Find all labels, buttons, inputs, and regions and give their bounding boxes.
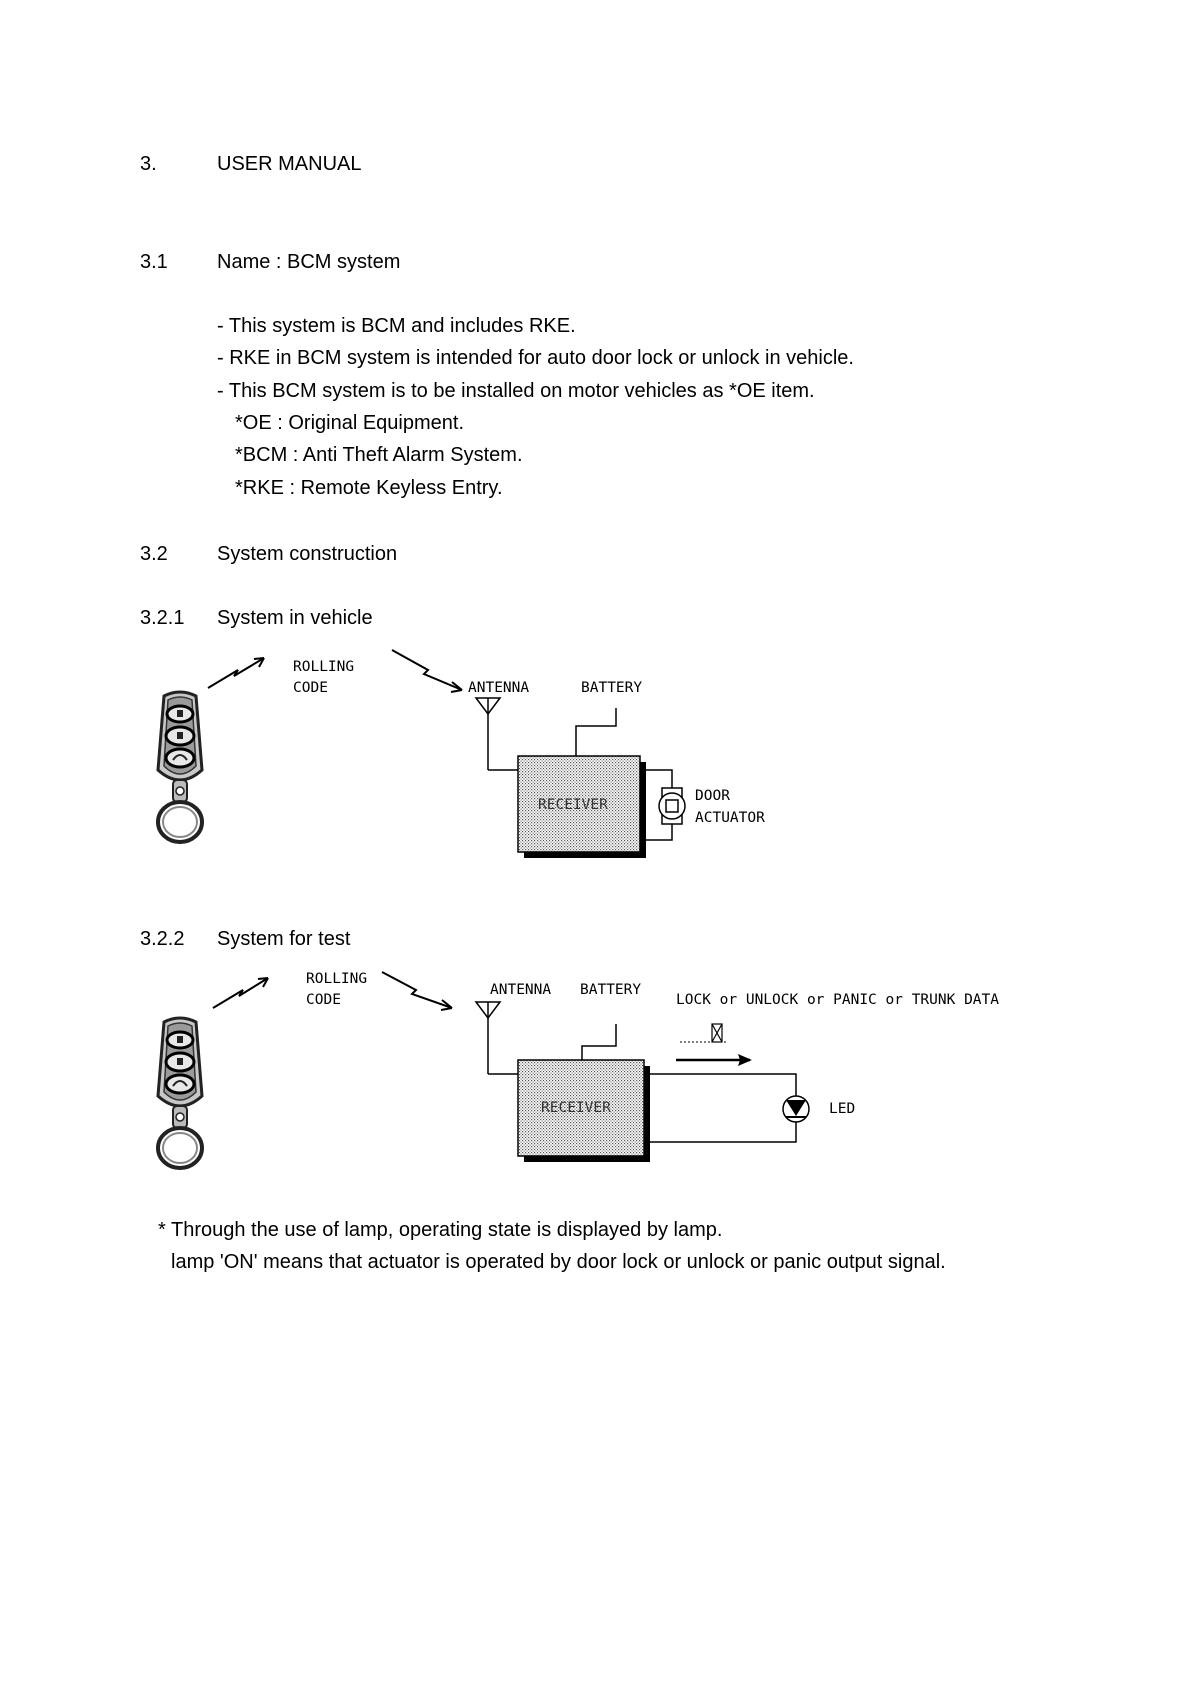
key-fob-icon <box>156 690 204 844</box>
rolling-code-label: ROLLING <box>306 971 368 987</box>
led-icon <box>782 1095 810 1123</box>
actuator-label: ACTUATOR <box>695 810 765 826</box>
section-title: System in vehicle <box>217 607 373 629</box>
section-number: 3.2.1 <box>140 607 185 629</box>
door-label: DOOR <box>695 788 730 804</box>
vehicle-diagram <box>156 649 686 858</box>
receiver-box <box>517 755 641 853</box>
battery-label: BATTERY <box>580 982 642 998</box>
receiver-label: RECEIVER <box>538 797 608 813</box>
bullet-item: - This BCM system is to be installed on … <box>217 380 815 402</box>
section-number: 3.2.2 <box>140 928 185 950</box>
section-title: System construction <box>217 543 398 565</box>
test-diagram <box>156 971 810 1170</box>
footnote-line: * Through the use of lamp, operating sta… <box>158 1219 723 1241</box>
key-fob-icon <box>156 1016 204 1170</box>
section-title: Name : BCM system <box>217 251 401 273</box>
footnote-line: lamp 'ON' means that actuator is operate… <box>171 1251 946 1273</box>
rolling-code-label: CODE <box>306 992 341 1008</box>
battery-label: BATTERY <box>581 680 643 696</box>
bullet-item: - RKE in BCM system is intended for auto… <box>217 347 854 369</box>
note-item: *RKE : Remote Keyless Entry. <box>235 477 503 499</box>
note-item: *OE : Original Equipment. <box>235 412 464 434</box>
bullet-item: - This system is BCM and includes RKE. <box>217 315 576 337</box>
section-number: 3.1 <box>140 251 168 273</box>
receiver-box <box>517 1059 645 1157</box>
section-number: 3. <box>140 153 157 175</box>
led-label: LED <box>829 1101 856 1117</box>
signal-arrow-icon <box>381 971 453 1009</box>
signal-arrow-icon <box>207 657 265 689</box>
data-signal-label: LOCK or UNLOCK or PANIC or TRUNK DATA <box>676 992 1000 1008</box>
door-actuator-icon <box>658 787 686 825</box>
antenna-label: ANTENNA <box>490 982 552 998</box>
section-title: System for test <box>217 928 351 950</box>
signal-arrow-icon <box>212 977 269 1009</box>
section-number: 3.2 <box>140 543 168 565</box>
signal-arrow-icon <box>391 649 463 691</box>
page-title: USER MANUAL <box>217 153 362 175</box>
antenna-label: ANTENNA <box>468 680 530 696</box>
receiver-label: RECEIVER <box>541 1100 611 1116</box>
note-item: *BCM : Anti Theft Alarm System. <box>235 444 523 466</box>
rolling-code-label: CODE <box>293 680 328 696</box>
rolling-code-label: ROLLING <box>293 659 355 675</box>
